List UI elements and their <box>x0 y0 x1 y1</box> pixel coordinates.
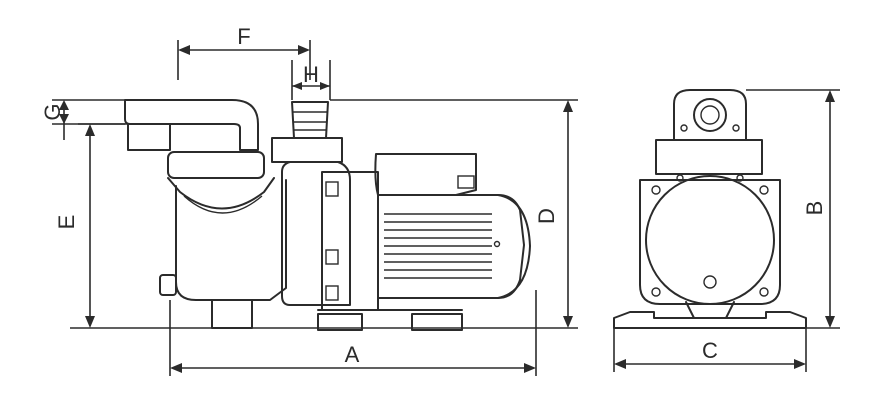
label-B: B <box>802 201 827 216</box>
dim-D-arrow <box>563 316 573 328</box>
dim-H-arrow <box>292 82 302 90</box>
dim-F-arrow <box>178 45 190 55</box>
dim-G-arrow <box>59 114 69 124</box>
pump-side-view <box>124 99 531 331</box>
motor-end-cap <box>497 194 531 299</box>
motor-cooling-fins <box>384 213 492 279</box>
front-bolt <box>759 185 769 195</box>
strainer-foot <box>211 299 253 329</box>
motor-face-circle <box>645 175 775 305</box>
front-bolt <box>651 185 661 195</box>
ground-screw <box>703 275 717 289</box>
pump-front-view <box>613 89 807 329</box>
strainer-lid-ring <box>167 151 265 179</box>
elbow-pipe <box>127 123 171 151</box>
terminal-box-gland <box>457 175 475 189</box>
outlet-hose-barb <box>291 101 329 139</box>
front-base-plate <box>613 311 807 329</box>
flange-bolt-top <box>325 181 339 197</box>
outlet-bolt-left <box>680 124 688 132</box>
dimension-labels: F H G E D A B C <box>40 24 827 367</box>
dim-A-arrow <box>524 363 536 373</box>
dim-B-arrow <box>825 90 835 102</box>
front-bolt <box>736 174 744 182</box>
outlet-union <box>271 137 343 163</box>
label-H: H <box>303 62 319 87</box>
terminal-box <box>374 153 477 196</box>
outlet-bolt-right <box>732 124 740 132</box>
dimension-lines <box>52 40 840 376</box>
outlet-port-inner <box>700 105 720 125</box>
front-bolt <box>759 287 769 297</box>
outlet-port-front <box>673 89 747 141</box>
label-C: C <box>702 338 718 363</box>
label-E: E <box>54 215 79 230</box>
dim-D-arrow <box>563 100 573 112</box>
outlet-union-front <box>655 139 763 175</box>
label-F: F <box>237 24 250 49</box>
volute-front-housing <box>639 179 781 305</box>
flange-bolt-bottom <box>325 285 339 301</box>
strainer-elbow <box>124 99 259 151</box>
label-G: G <box>40 103 65 120</box>
dim-F-arrow <box>298 45 310 55</box>
label-A: A <box>345 342 360 367</box>
front-bolt <box>651 287 661 297</box>
dim-C-arrow <box>794 359 806 369</box>
motor-foot-front <box>317 313 363 331</box>
strainer-housing <box>167 177 287 301</box>
motor-foot-rear <box>411 313 463 331</box>
drain-plug <box>159 274 177 296</box>
strainer-basket-curve <box>183 195 263 214</box>
dim-H-arrow <box>320 82 330 90</box>
dim-E-arrow <box>85 316 95 328</box>
pump-volute <box>281 161 351 306</box>
dim-E-arrow <box>85 124 95 136</box>
front-bolt <box>676 174 684 182</box>
outlet-port-circle <box>693 98 727 132</box>
dim-A-arrow <box>170 363 182 373</box>
label-D: D <box>534 208 559 224</box>
dim-G-arrow <box>59 100 69 110</box>
dim-C-arrow <box>614 359 626 369</box>
flange-bolt-mid <box>325 249 339 265</box>
motor-screw <box>493 240 501 248</box>
dim-B-arrow <box>825 316 835 328</box>
